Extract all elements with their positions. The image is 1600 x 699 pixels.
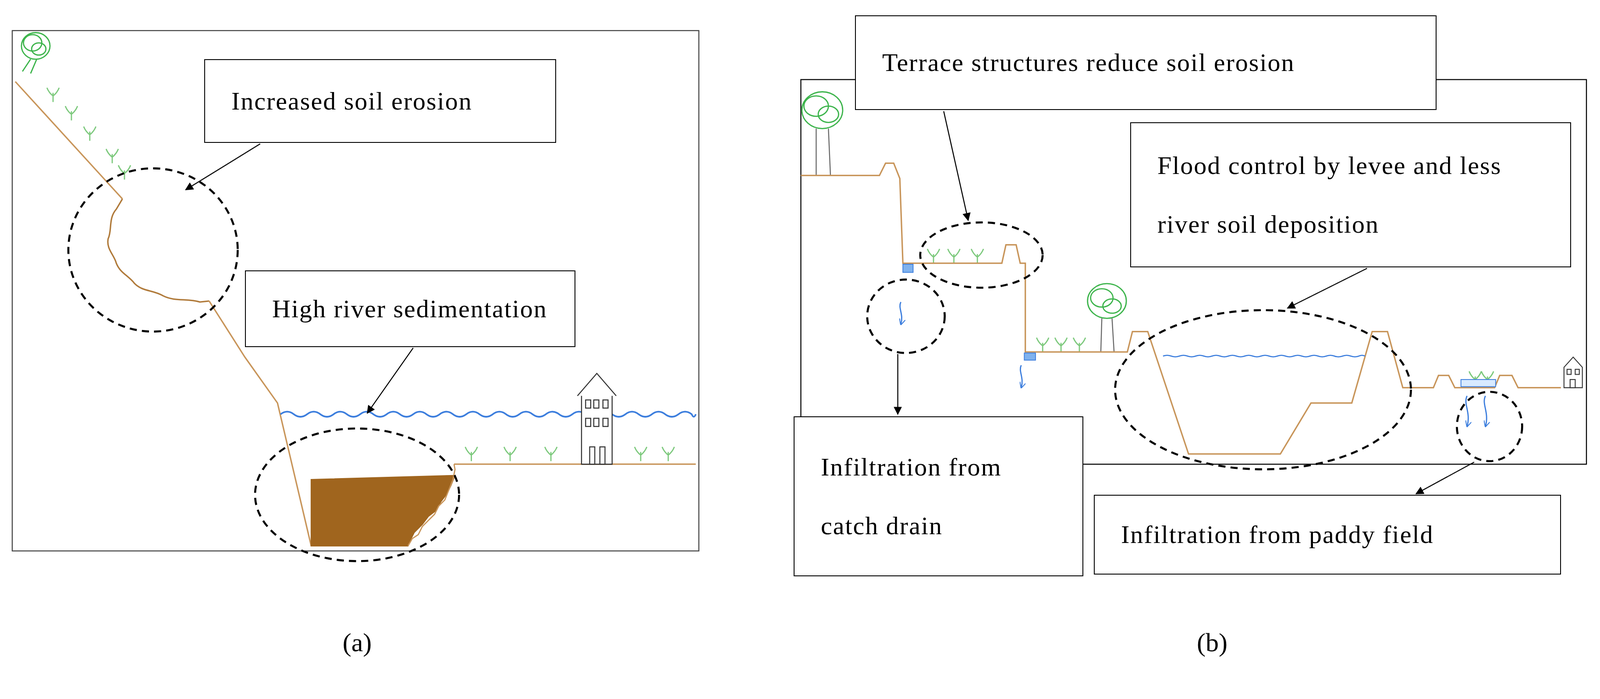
river-sediment [311,475,455,547]
sprout [1036,337,1049,353]
callout-box: Terrace structures reduce soil erosion [854,15,1437,110]
panel-label: (a) [342,627,373,658]
sprout [83,126,96,142]
sprout [1073,337,1086,353]
house [1564,357,1583,388]
callout-box: High river sedimentation [244,270,576,348]
callout-box: Infiltration from catch drain [793,416,1084,577]
sprout [1054,337,1068,353]
callout-text: Increased soil erosion [231,71,473,131]
sprout [65,106,78,121]
sprout [544,447,557,462]
sprout [503,447,517,462]
infiltration-arrow [900,301,1487,427]
panel-label: (b) [1196,627,1228,658]
hillslope [15,81,696,546]
tree-trunk [815,128,1114,352]
callout-text: Infiltration from paddy field [1121,505,1434,564]
drain-water [902,264,1496,387]
sprout [118,165,131,180]
callout-text: Terrace structures reduce soil erosion [882,33,1295,92]
sprout [927,248,940,264]
callout-box: Infiltration from paddy field [1093,494,1561,575]
sprout [971,248,984,264]
callout-box: Flood control by levee and less river so… [1130,122,1572,268]
callout-text: Infiltration from catch drain [820,437,1049,555]
sprout [634,447,647,462]
river-water [280,411,696,417]
house [577,373,617,465]
river-bank [407,464,455,546]
river-water [1163,355,1366,357]
callout-text: Flood control by levee and less river so… [1157,136,1508,254]
panel-frame [800,79,1587,465]
sprout [947,248,961,264]
callout-text: High river sedimentation [272,279,548,338]
sprout [106,149,119,164]
sprout [662,447,675,462]
panel-frame [12,30,699,551]
callout-box: Increased soil erosion [204,59,557,143]
sprout [46,87,60,103]
sprout [465,447,478,462]
